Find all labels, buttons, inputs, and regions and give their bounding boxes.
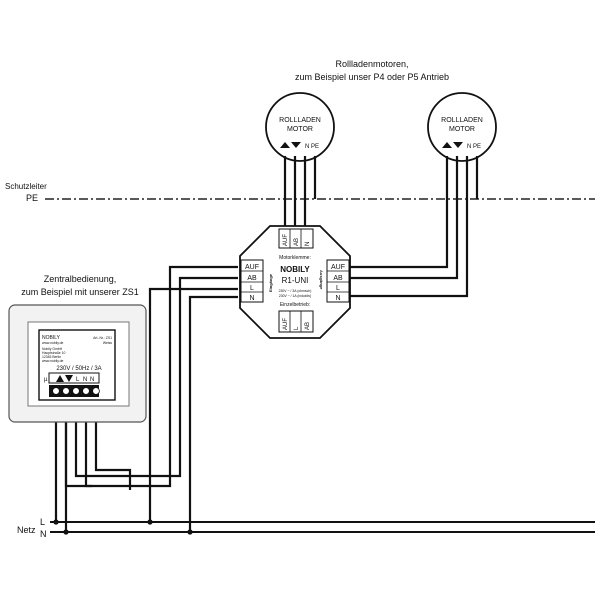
down-arrow-icon bbox=[65, 375, 73, 382]
switch-brand-sub: www.nobily.de bbox=[42, 341, 64, 345]
motors-title-line2: zum Beispiel unser P4 oder P5 Antrieb bbox=[295, 72, 449, 82]
zentral-label-line1: Zentralbedienung, bbox=[44, 274, 117, 284]
switch-brand: NOBILY bbox=[42, 335, 61, 341]
switch-art: Art.-Nr.: ZS1 bbox=[93, 336, 112, 340]
module-bottom-auf: AUF bbox=[283, 318, 289, 330]
motor-1-circle bbox=[265, 92, 335, 162]
module-header: Motorklemme: bbox=[279, 255, 311, 261]
motor-1-label-line2: MOTOR bbox=[287, 126, 313, 133]
motors-title-line1: Rollladenmotoren, bbox=[335, 59, 408, 69]
motor-2-circle bbox=[427, 92, 497, 162]
switch-art-sub: Weiss bbox=[103, 341, 112, 345]
module-left-auf: AUF bbox=[245, 264, 259, 271]
module-spec1: 230V ~ / 3A (ohmsch) bbox=[279, 289, 312, 293]
module-footer: Einzelbetrieb: bbox=[280, 302, 310, 308]
motor-1-terminal-pe: PE bbox=[311, 144, 319, 150]
switch-addr4: www.nobily.de bbox=[42, 359, 64, 363]
module-side-right: Ausgänge bbox=[319, 270, 324, 290]
module-right-l: L bbox=[336, 285, 340, 292]
module-top-terminal-block bbox=[278, 228, 314, 249]
switch-terminal-block bbox=[48, 372, 100, 384]
switch-addr1: Nobily GmbH bbox=[42, 347, 63, 351]
up-arrow-icon bbox=[56, 375, 64, 382]
module-side-left: Eingänge bbox=[268, 273, 273, 292]
motor-1: ROLLLADEN MOTOR N PE bbox=[265, 92, 335, 162]
up-arrow-icon bbox=[280, 142, 290, 148]
module-top-auf: AUF bbox=[283, 234, 289, 246]
module-bottom-l: L bbox=[294, 326, 300, 330]
module-octagon bbox=[239, 225, 351, 339]
module-left-l: L bbox=[250, 285, 254, 292]
netz-l-label: L bbox=[40, 517, 45, 527]
screw-terminal bbox=[82, 387, 90, 395]
screw-terminal bbox=[52, 387, 60, 395]
module-r1-uni: AUF AB N AUF AB L N AUF AB L N Eingänge … bbox=[239, 225, 351, 339]
screw-terminal bbox=[62, 387, 70, 395]
schutzleiter-label: Schutzleiter bbox=[5, 182, 47, 191]
switch-addr2: Hauptstraße 10 bbox=[42, 351, 65, 355]
down-arrow-icon bbox=[291, 142, 301, 148]
switch-zs1: NOBILY www.nobily.de Art.-Nr.: ZS1 Weiss… bbox=[8, 304, 147, 423]
motor-2-wires bbox=[350, 156, 479, 298]
motor-2-label-line1: ROLLLADEN bbox=[441, 117, 483, 124]
module-right-auf: AUF bbox=[331, 264, 345, 271]
pe-label: PE bbox=[26, 193, 38, 203]
module-model: R1-UNI bbox=[282, 276, 309, 285]
switch-rating: 230V / 50Hz / 3A bbox=[56, 366, 101, 372]
module-top-n: N bbox=[305, 242, 311, 246]
down-arrow-icon bbox=[453, 142, 463, 148]
junction-dot bbox=[53, 519, 59, 525]
module-right-terminal-block bbox=[326, 259, 350, 303]
switch-terminal-mu: µ bbox=[44, 377, 48, 383]
module-right-ab: AB bbox=[333, 275, 343, 282]
module-brand: NOBILY bbox=[280, 265, 310, 274]
module-top-ab: AB bbox=[294, 238, 300, 246]
module-left-ab: AB bbox=[247, 275, 257, 282]
module-left-terminal-block bbox=[240, 259, 264, 303]
motor-2-terminal-n: N bbox=[467, 144, 471, 150]
module-bottom-terminal-block bbox=[278, 310, 314, 333]
junction-dot bbox=[187, 529, 193, 535]
netz-n-label: N bbox=[40, 529, 47, 539]
motor-2: ROLLLADEN MOTOR N PE bbox=[427, 92, 497, 162]
switch-terminal-n2: N bbox=[90, 377, 94, 383]
module-left-n: N bbox=[249, 295, 254, 302]
junction-dot bbox=[63, 529, 69, 535]
netz-label: Netz bbox=[17, 525, 36, 535]
motor-1-terminal-n: N bbox=[305, 144, 309, 150]
module-right-n: N bbox=[335, 295, 340, 302]
up-arrow-icon bbox=[442, 142, 452, 148]
screw-terminal bbox=[92, 387, 100, 395]
motor-2-terminal-pe: PE bbox=[473, 144, 481, 150]
module-bottom-ab: AB bbox=[305, 322, 311, 330]
motor-1-wires bbox=[283, 156, 317, 232]
module-spec2: 230V ~ / 1A (induktiv) bbox=[279, 294, 311, 298]
motor-2-label-line2: MOTOR bbox=[449, 126, 475, 133]
motor-1-label-line1: ROLLLADEN bbox=[279, 117, 321, 124]
screw-terminal bbox=[72, 387, 80, 395]
zentral-label-line2: zum Beispiel mit unserer ZS1 bbox=[21, 287, 139, 297]
switch-terminal-n1: N bbox=[83, 377, 87, 383]
junction-dot bbox=[147, 519, 153, 525]
switch-terminal-l: L bbox=[76, 377, 80, 383]
switch-addr3: 12345 Berlin bbox=[42, 355, 61, 359]
